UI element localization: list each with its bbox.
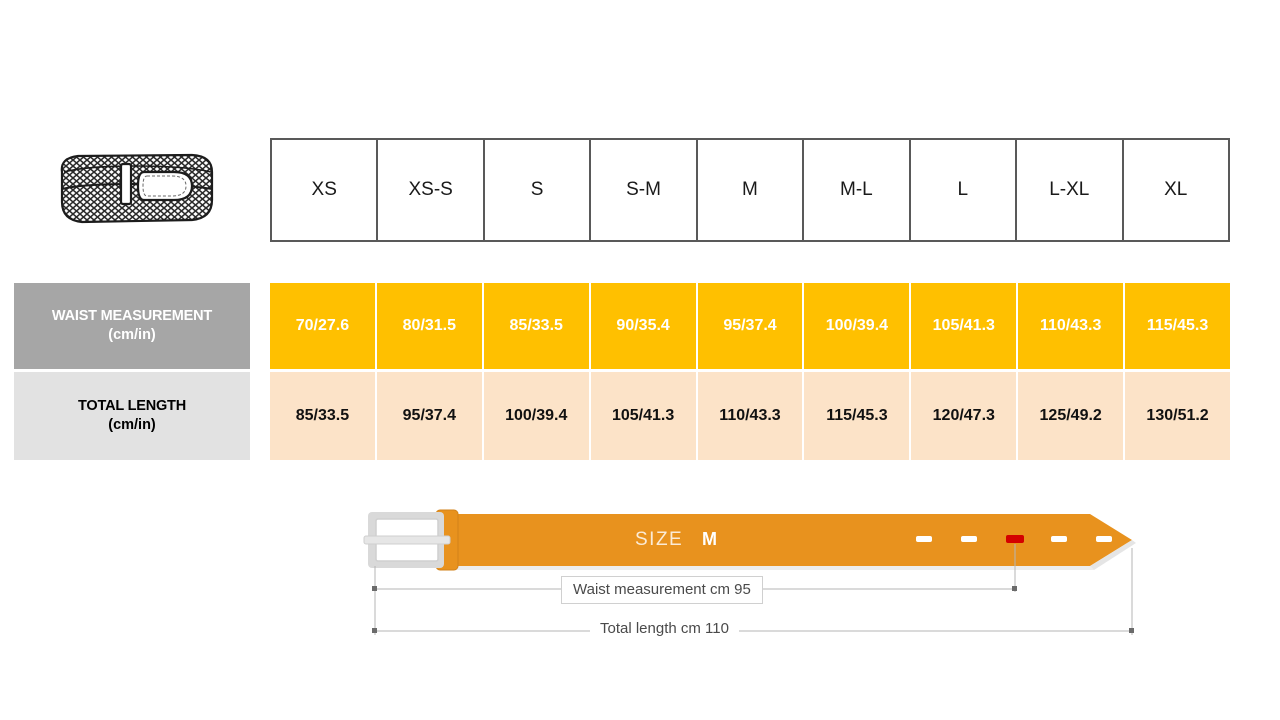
measurement-cell: 80/31.5 (376, 283, 484, 369)
row-label-waist-main: WAIST MEASUREMENT (51, 307, 213, 324)
measurement-cell: 110/43.3 (697, 372, 805, 460)
measurement-cell: 115/45.3 (804, 372, 912, 460)
size-header-cell: L-XL (1017, 140, 1124, 240)
measurement-cell: 100/39.4 (483, 372, 591, 460)
measurement-cell: 70/27.6 (270, 283, 377, 369)
dimension-leader-lines (374, 544, 1133, 635)
belt-holes-group (916, 535, 1112, 543)
row-label-total-length: TOTAL LENGTH (cm/in) (14, 372, 250, 460)
waist-measurement-callout: Waist measurement cm 95 (561, 576, 763, 604)
size-header-cell: XS-S (378, 140, 485, 240)
measurement-cell: 85/33.5 (483, 283, 591, 369)
measurement-cell: 100/39.4 (804, 283, 912, 369)
row-label-waist-measurement: WAIST MEASUREMENT (cm/in) (14, 283, 250, 369)
belt-bottom-shadow (448, 566, 1094, 570)
belt-hole-icon (916, 536, 932, 542)
measurement-cell: 110/43.3 (1018, 283, 1126, 369)
measurement-cell: 95/37.4 (376, 372, 484, 460)
belt-hole-icon (1096, 536, 1112, 542)
measurement-cell: 95/37.4 (697, 283, 805, 369)
belt-measurement-diagram (350, 500, 1170, 660)
size-header-cell: S-M (591, 140, 698, 240)
measurement-cell: 105/41.3 (590, 372, 698, 460)
belt-hole-active-icon (1006, 535, 1024, 543)
size-header-cell: M-L (804, 140, 911, 240)
measurement-cell: 115/45.3 (1125, 283, 1231, 369)
size-header-cell: L (911, 140, 1018, 240)
measurement-cell: 85/33.5 (270, 372, 377, 460)
size-header-cell: S (485, 140, 592, 240)
belt-buckle-icon (363, 512, 451, 568)
size-header-cell: M (698, 140, 805, 240)
product-belt-illustration (52, 142, 222, 242)
row-label-waist-unit: (cm/in) (108, 327, 156, 343)
measurement-cell: 105/41.3 (911, 283, 1019, 369)
measurement-cell: 120/47.3 (911, 372, 1019, 460)
total-length-dimension-line (372, 628, 1134, 633)
measurement-cell: 90/35.4 (590, 283, 698, 369)
belt-hole-icon (961, 536, 977, 542)
size-header-cell: XS (272, 140, 379, 240)
belt-diagram-svg (363, 509, 1136, 635)
measurement-cell: 125/49.2 (1018, 372, 1126, 460)
belt-hole-icon (1051, 536, 1067, 542)
size-header-cell: XL (1124, 140, 1230, 240)
belt-tip-shadow (1090, 540, 1136, 570)
row-label-length-unit: (cm/in) (108, 417, 156, 433)
total-length-callout: Total length cm 110 (590, 618, 739, 639)
row-label-length-main: TOTAL LENGTH (78, 397, 186, 414)
belt-strap (448, 514, 1132, 566)
measurement-cell: 130/51.2 (1125, 372, 1231, 460)
braided-belt-icon (60, 153, 214, 224)
